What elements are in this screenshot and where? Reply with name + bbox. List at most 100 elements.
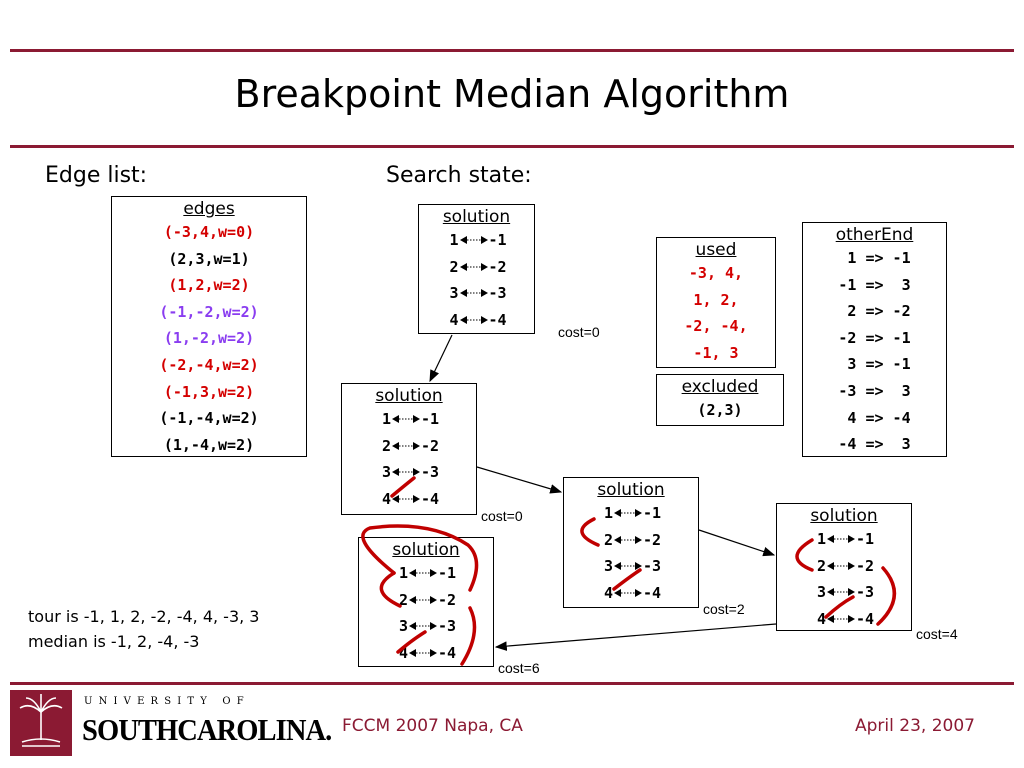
pair-right: -3 — [643, 557, 662, 576]
double-arrow-icon — [827, 535, 855, 544]
university-logo: U N I V E R S I T Y O F SOUTHCAROLINA. — [10, 690, 335, 758]
used-item: -1, 3 — [693, 343, 739, 362]
solution-pair-row: 4-4 — [359, 640, 493, 667]
double-arrow-icon — [614, 588, 642, 597]
arrow-4-to-5 — [494, 623, 777, 651]
other-end-box: otherEnd 1 => -1-1 => 3 2 => -2-2 => -1 … — [802, 222, 947, 457]
edges-title: edges — [183, 199, 235, 219]
solution-pair-row: 2-2 — [419, 254, 534, 281]
cost-label-1: cost=0 — [558, 324, 600, 340]
solution-pair-row: 2 -2 — [564, 527, 698, 554]
used-item: -3, 4, — [688, 264, 744, 282]
pair-right: -3 — [438, 617, 457, 636]
pair-right: -2 — [643, 530, 662, 549]
double-arrow-icon — [409, 569, 437, 578]
logo-line2: SOUTHCAROLINA. — [82, 712, 332, 747]
pair-left: 4 — [816, 609, 826, 628]
pair-right: -1 — [488, 231, 507, 250]
solution-pair-row: 3-3 — [777, 579, 911, 606]
double-arrow-icon — [614, 535, 642, 544]
excluded-title: excluded — [681, 377, 759, 397]
cost-label-3: cost=2 — [703, 601, 745, 617]
palmetto-seal-icon — [10, 690, 72, 756]
pair-left: 4 — [398, 643, 408, 662]
median-text: median is -1, 2, -4, -3 — [28, 632, 200, 651]
used-box: used -3, 4,1, 2,-2, -4,-1, 3 — [656, 237, 776, 368]
pair-left: 1 — [449, 231, 459, 250]
pair-right: -3 — [856, 583, 875, 602]
edge-item: (-1,-4,w=2) — [159, 409, 259, 428]
double-arrow-icon — [827, 588, 855, 597]
other-end-item: 2 => -2 — [838, 302, 911, 321]
solution-title: solution — [442, 207, 511, 227]
arrow-2-to-3 — [476, 466, 563, 494]
title-rule — [10, 145, 1014, 148]
excluded-item: (2,3) — [697, 401, 743, 419]
pair-right: -2 — [488, 257, 507, 276]
pair-left: 2 — [816, 556, 826, 575]
pair-left: 2 — [603, 530, 613, 549]
solution-pair-row: 3 -3 — [359, 613, 493, 640]
edge-item: (-1,3,w=2) — [163, 382, 255, 401]
used-title: used — [695, 240, 737, 260]
pair-right: -1 — [421, 410, 440, 429]
other-end-item: 1 => -1 — [838, 249, 911, 267]
pair-left: 4 — [603, 583, 613, 602]
solution-pair-row: 1-1 — [359, 560, 493, 587]
pair-right: -4 — [856, 609, 875, 628]
solution-pair-row: 4 -4 — [777, 606, 911, 633]
top-rule — [10, 49, 1014, 52]
solution-pair-row: 4-4 — [342, 486, 476, 513]
other-end-item: -2 => -1 — [838, 328, 911, 347]
pair-right: -2 — [438, 590, 457, 609]
solution-title: solution — [392, 540, 460, 560]
solution-pairs: 1-1 2 -2 3 -3 4-4 — [359, 560, 493, 666]
edge-list-heading: Edge list: — [45, 163, 148, 188]
double-arrow-icon — [409, 648, 437, 657]
excluded-box: excluded (2,3) — [656, 374, 784, 426]
solution-title: solution — [597, 480, 665, 500]
solution-pair-row: 3-3 — [564, 553, 698, 580]
edge-item: (-1,-2,w=2) — [159, 302, 259, 321]
edges-list: (-3,4,w=0)(2,3,w=1)(1,2,w=2)(-1,-2,w=2)(… — [112, 219, 306, 458]
edge-item: (1,-2,w=2) — [163, 329, 255, 348]
pair-left: 1 — [381, 410, 391, 429]
edges-box: edges (-3,4,w=0)(2,3,w=1)(1,2,w=2)(-1,-2… — [111, 196, 307, 457]
solution-pairs: 1 -1 2 -2 3-3 4 -4 — [777, 526, 911, 632]
pair-left: 2 — [398, 590, 408, 609]
edge-item: (1,-4,w=2) — [163, 435, 255, 454]
cost-label-2: cost=0 — [481, 508, 523, 524]
other-end-title: otherEnd — [835, 225, 914, 245]
excluded-list: (2,3) — [657, 397, 783, 424]
footer-left: FCCM 2007 Napa, CA — [342, 716, 523, 736]
edge-item: (1,2,w=2) — [168, 276, 250, 295]
pair-left: 3 — [381, 463, 391, 482]
double-arrow-icon — [392, 494, 420, 503]
arrow-3-to-4 — [698, 529, 776, 557]
double-arrow-icon — [392, 441, 420, 450]
solution-pair-row: 1 -1 — [419, 227, 534, 254]
solution-pair-row: 1 -1 — [342, 406, 476, 433]
pair-right: -1 — [856, 530, 875, 549]
pair-left: 3 — [398, 617, 408, 636]
other-end-item: -4 => 3 — [838, 435, 911, 454]
solution-pair-row: 4-4 — [419, 307, 534, 334]
slide-title: Breakpoint Median Algorithm — [234, 72, 790, 116]
double-arrow-icon — [392, 415, 420, 424]
pair-right: -2 — [856, 556, 875, 575]
pair-left: 4 — [381, 489, 391, 508]
pair-right: -1 — [643, 504, 662, 523]
double-arrow-icon — [392, 468, 420, 477]
cost-label-4: cost=4 — [916, 626, 958, 642]
pair-left: 1 — [816, 530, 826, 549]
pair-right: -4 — [488, 310, 507, 329]
pair-right: -4 — [643, 583, 662, 602]
solution-pair-row: 2 -2 — [777, 553, 911, 580]
double-arrow-icon — [459, 262, 488, 271]
